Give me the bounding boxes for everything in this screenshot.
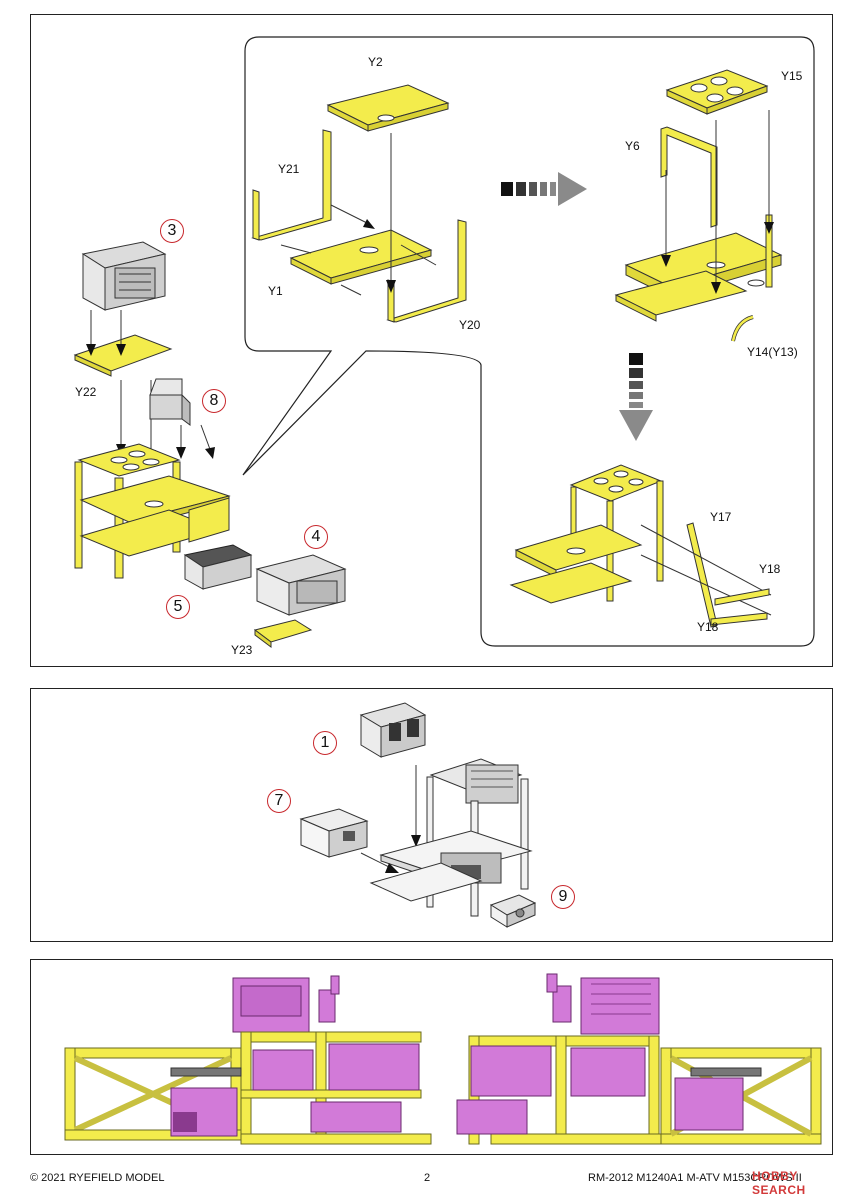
footer-product: RM-2012 M1240A1 M-ATV M153CROWS II — [588, 1172, 802, 1184]
unit-step9 — [489, 894, 537, 928]
sequence-arrow-right — [501, 172, 587, 206]
radio-unit-step4 — [255, 554, 347, 616]
label-y20: Y20 — [459, 318, 481, 332]
radio-unit-step3 — [81, 241, 167, 311]
footer-page-number: 2 — [424, 1172, 431, 1184]
step-panel-top: Y2 Y21 Y1 Y20 Y15 Y6 Y14(Y13) Y17 Y18 Y1… — [30, 14, 833, 667]
radio-unit-step1 — [359, 702, 427, 758]
main-frame-assembly — [74, 443, 231, 579]
step-number-3: 3 — [160, 219, 184, 243]
label-y18-b: Y18 — [697, 620, 719, 634]
step-panel-middle: 1 7 9 — [30, 688, 833, 942]
part-y1-plate — [289, 229, 433, 285]
assembly-arrow-step7 — [360, 852, 399, 873]
detail-inset-frame — [242, 36, 815, 647]
assembly-view-right — [456, 973, 822, 1145]
label-y2: Y2 — [368, 55, 383, 69]
part-y2-plate — [326, 84, 450, 132]
part-y6-bracket — [660, 126, 718, 228]
sequence-arrow-down — [619, 353, 653, 441]
step-number-1: 1 — [313, 731, 337, 755]
assembly-arrows-left — [280, 133, 437, 296]
radio-unit-step5 — [183, 544, 253, 590]
label-y23: Y23 — [231, 643, 253, 657]
part-y15-grid-plate — [665, 69, 769, 115]
part-y17-y18-rods — [640, 522, 772, 628]
assembly-frame-stage3 — [509, 464, 664, 604]
footer-copyright: © 2021 RYEFIELD MODEL — [30, 1172, 165, 1184]
step-number-4: 4 — [304, 525, 328, 549]
color-reference-panel — [30, 959, 833, 1155]
label-y21: Y21 — [278, 162, 300, 176]
part-y21-rail — [251, 129, 332, 241]
label-y6: Y6 — [625, 139, 640, 153]
part-y14-clip — [731, 315, 754, 342]
step-number-9: 9 — [551, 885, 575, 909]
part-y23-plate — [253, 619, 313, 648]
label-y18-a: Y18 — [759, 562, 781, 576]
label-y1: Y1 — [268, 284, 283, 298]
assembly-view-left — [64, 975, 432, 1145]
unit-step8 — [149, 378, 191, 426]
step-number-8: 8 — [202, 389, 226, 413]
watermark-logo: HOBBY SEARCH — [752, 1169, 806, 1197]
assembly-arrows-right — [661, 110, 774, 294]
label-y22: Y22 — [75, 385, 97, 399]
part-y22-plate — [73, 334, 173, 377]
label-y17: Y17 — [710, 510, 732, 524]
step-number-5: 5 — [166, 595, 190, 619]
label-y14: Y14(Y13) — [747, 345, 798, 359]
assembled-rack-step2 — [369, 758, 533, 917]
unit-step7 — [299, 808, 369, 858]
step-number-7: 7 — [267, 789, 291, 813]
label-y15: Y15 — [781, 69, 803, 83]
